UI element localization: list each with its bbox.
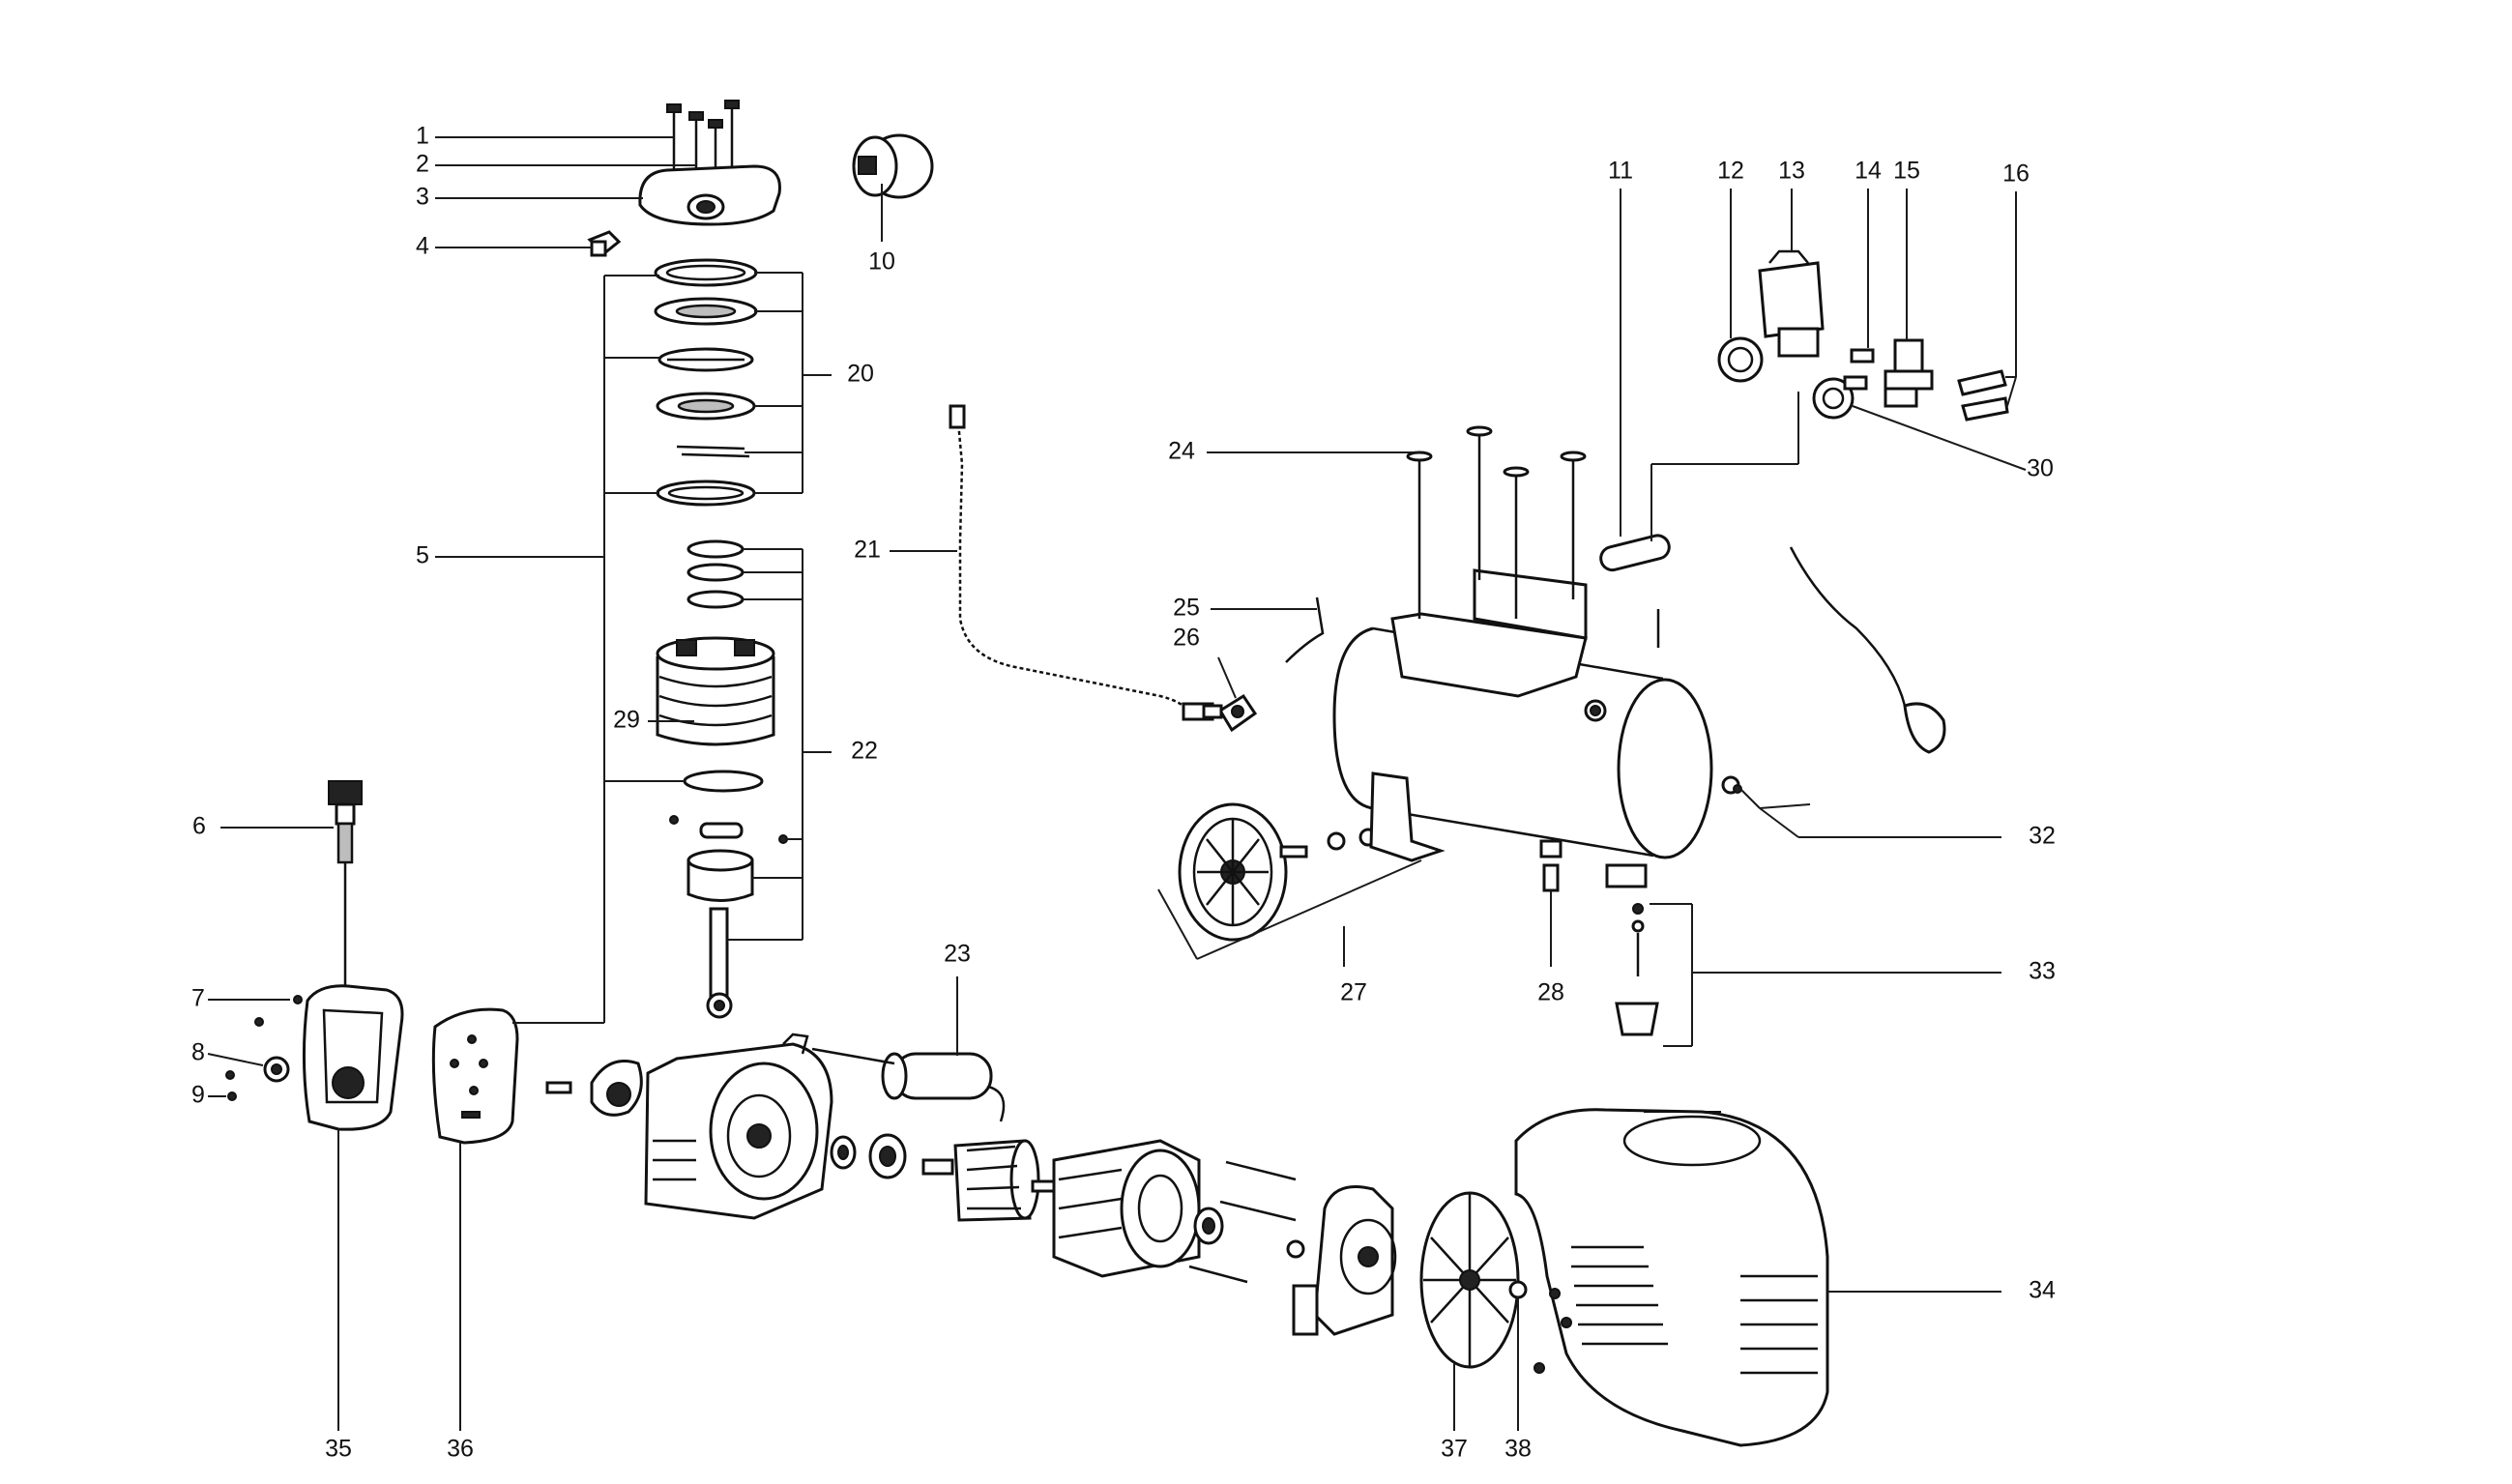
cylinder-body (656, 636, 775, 746)
crankcase (644, 1033, 833, 1220)
callout-37: 37 (1441, 1436, 1468, 1463)
wheel-bracket (1369, 771, 1446, 862)
callout-20: 20 (847, 361, 874, 388)
callout-8: 8 (191, 1039, 205, 1066)
motor-stator (1052, 1139, 1224, 1278)
cylinder-gasket (683, 770, 764, 793)
callout-24: 24 (1168, 438, 1195, 465)
callout-6: 6 (192, 813, 206, 840)
motor-mounting-bracket (1390, 425, 1588, 698)
cylinder-rings (686, 539, 745, 609)
pressure-gauge-30 (1812, 377, 1855, 420)
callout-32: 32 (2029, 823, 2056, 850)
callout-34: 34 (2029, 1277, 2056, 1304)
callout-29: 29 (613, 707, 640, 734)
drain-valve (1539, 839, 1563, 892)
callout-13: 13 (1778, 158, 1805, 185)
cylinder-head (638, 164, 781, 226)
callout-7: 7 (191, 985, 205, 1012)
callout-21: 21 (854, 537, 881, 564)
callout-11: 11 (1608, 158, 1633, 185)
callout-3: 3 (416, 184, 429, 211)
callout-16: 16 (2002, 160, 2030, 188)
crankcase-cover (263, 984, 404, 1131)
callout-1: 1 (416, 123, 429, 150)
capacitor (811, 1047, 1006, 1122)
rubber-foot (1605, 863, 1659, 1036)
callout-12: 12 (1717, 158, 1744, 185)
bearing-washers (830, 1133, 907, 1179)
pipe-nut (1202, 693, 1258, 733)
callout-15: 15 (1893, 158, 1920, 185)
callout-26: 26 (1173, 625, 1200, 652)
callout-9: 9 (191, 1082, 205, 1109)
fan-shroud (1514, 1108, 1829, 1447)
callout-25: 25 (1173, 595, 1200, 622)
stator-tie-rods (1188, 1160, 1297, 1284)
air-filter (852, 133, 934, 199)
crankshaft (545, 1060, 643, 1117)
callout-23: 23 (944, 941, 971, 968)
callout-4: 4 (416, 233, 429, 260)
callout-27: 27 (1340, 979, 1367, 1006)
rubber-hose-adapter (1599, 534, 1671, 648)
power-cord (1789, 546, 1946, 754)
tank-handle (1727, 508, 1794, 681)
motor-rotor (921, 1139, 1058, 1222)
callout-30: 30 (2027, 455, 2054, 482)
elbow-fitting (587, 230, 622, 257)
cooling-fan (1419, 1191, 1528, 1369)
dipstick (328, 780, 363, 986)
callout-2: 2 (416, 151, 429, 178)
piston-assembly (669, 815, 788, 1019)
bent-pipe (1285, 597, 1325, 663)
callout-33: 33 (2029, 958, 2056, 985)
pressure-switch (1758, 249, 1825, 358)
callout-28: 28 (1537, 979, 1564, 1006)
callout-36: 36 (447, 1436, 474, 1463)
callout-38: 38 (1504, 1436, 1532, 1463)
cover-plate (431, 1007, 519, 1145)
regulator (1884, 338, 1934, 408)
callout-5: 5 (416, 542, 429, 569)
callout-14: 14 (1855, 158, 1882, 185)
callout-35: 35 (325, 1436, 352, 1463)
quick-couplers (1843, 348, 2009, 422)
callout-labels: 1 2 3 4 5 6 7 8 9 10 11 12 13 14 15 16 2… (191, 123, 2056, 1463)
callout-10: 10 (868, 248, 895, 276)
wheel (1178, 802, 1378, 942)
leader-lines (207, 136, 2027, 1431)
pressure-gauge-12 (1717, 336, 1764, 383)
valve-plate-stack (654, 258, 758, 507)
small-screws-left (225, 995, 303, 1101)
rear-bracket (1286, 1185, 1397, 1336)
callout-22: 22 (851, 738, 878, 765)
